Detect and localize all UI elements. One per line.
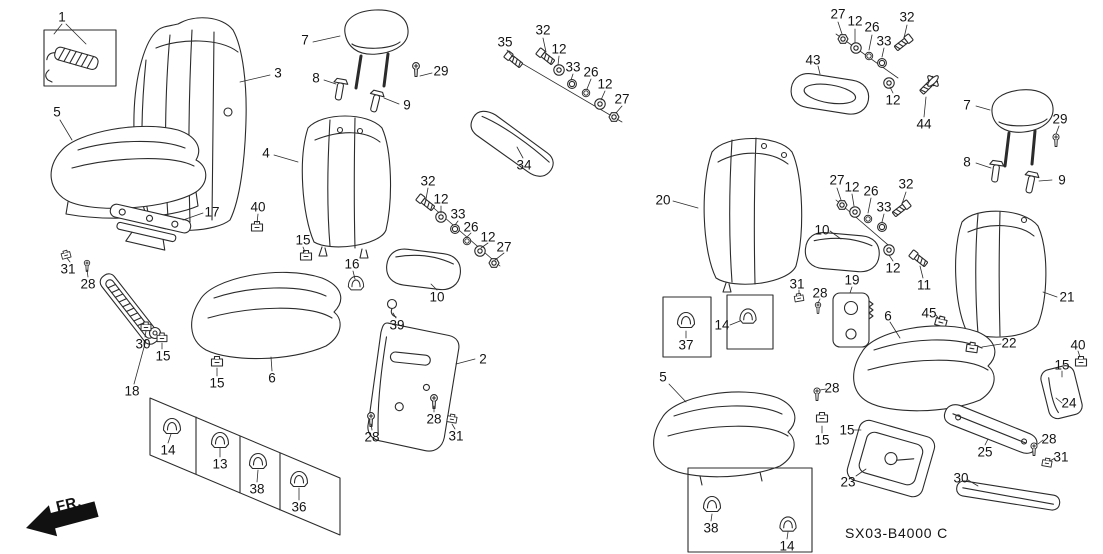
headrest-guide-9-right [1021,170,1041,195]
trim-strip-30 [956,480,1061,511]
seat-back-4 [301,115,392,259]
headrest-7-left [344,9,409,90]
seat-cushion-5-right [653,391,796,486]
screw-29-right [1052,133,1060,147]
washer-12 [594,98,606,110]
headrest-guide-8-right [986,159,1005,184]
ring-33 [877,222,887,232]
armrest-34 [470,110,554,177]
seat-back-20 [703,137,803,293]
fr-direction-arrow [26,501,99,537]
clip-15 [299,249,313,261]
clip-band-box [149,397,341,536]
seat-cushion-5-left [50,125,207,219]
screw-29-left [412,62,420,78]
ring-33 [877,58,887,68]
clip-38 [702,495,722,513]
bolt-11 [908,249,930,269]
clip-16 [347,275,365,291]
diagram-code: SX03-B4000 C [845,525,948,541]
side-panel-25 [943,404,1038,454]
leader-lines [53,21,1081,540]
nut-27 [488,258,500,268]
part-1-spring-box [43,29,117,87]
seat-cushion-6-left [191,271,342,360]
washer-12 [849,206,861,218]
side-panel-2 [367,322,460,452]
screw-28 [814,301,822,314]
headrest-guide-8-left [330,77,350,102]
ring-26 [462,236,472,246]
washer-12 [553,64,565,76]
washer-12 [883,77,895,89]
washer-12 [883,244,895,256]
clip-14 [779,516,797,532]
ring-33 [567,79,577,89]
wing-bolt-44 [918,75,939,96]
clip-15 [210,355,224,367]
clip-38 [248,452,268,470]
clip-box-14 [726,294,774,350]
nut-27 [837,34,849,44]
headrest-7-right [991,89,1054,168]
side-panel-23 [846,419,936,498]
bolt-35 [503,50,525,70]
clip-13 [210,431,230,449]
nut-27 [608,112,620,122]
bolt-32 [892,33,914,53]
clip-40 [1074,355,1088,367]
clip-box-37 [662,296,712,358]
seat-cushion-6-right [853,325,996,412]
clip-31 [60,249,72,260]
washer-12 [850,42,862,54]
ring-26 [864,51,874,61]
recliner-19 [832,292,874,348]
ring-26 [863,214,873,224]
bolt-32 [890,199,912,219]
clip-14 [739,308,757,324]
armrest-10-left [386,248,461,291]
clip-31 [1041,457,1053,468]
ring-26 [581,88,591,98]
clip-37 [676,311,696,329]
clip-14 [162,417,182,435]
screw-28 [813,387,821,401]
seat-track-17 [109,203,192,251]
armrest-43 [790,73,870,115]
clip-box-bottom-right [687,467,813,553]
clip-15 [815,411,829,423]
hook-39 [386,298,398,318]
side-panel-24 [1040,365,1083,420]
clip-36 [289,470,309,488]
washer-12 [474,245,486,257]
bolt-32 [415,193,437,213]
assembly-axis-lines [419,33,899,267]
ring-33 [450,224,460,234]
armrest-10-right [804,232,880,273]
nut-27 [836,200,848,210]
seat-back-21 [955,210,1047,338]
headrest-guide-9-left [365,89,386,114]
